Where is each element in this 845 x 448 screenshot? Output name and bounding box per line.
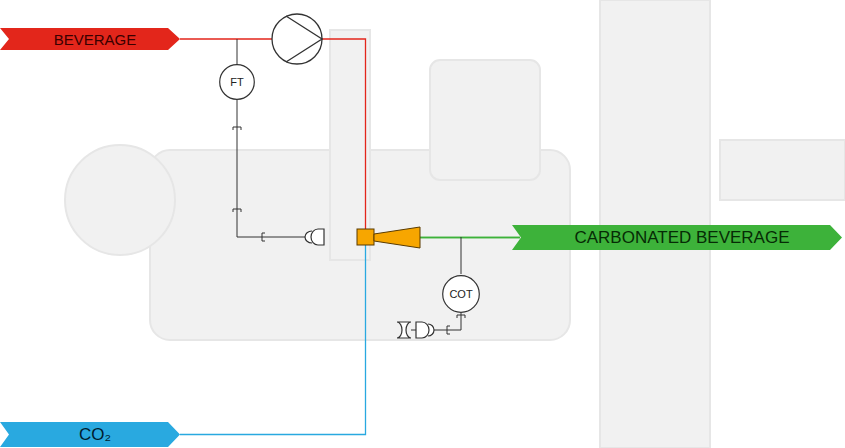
signal-hook [233,127,265,241]
instrument-bubble: COT [442,275,480,313]
source-tag: BEVERAGE [0,28,180,50]
pump-symbol [272,14,322,64]
tag-outline [0,422,180,447]
node-label: CARBONATED BEVERAGE [574,229,789,246]
signal-line [411,330,416,331]
node-label: CO₂ [79,426,111,443]
bubble-outline [443,276,480,313]
node-label: COT [449,289,472,300]
source-tag: CO₂ [0,422,180,447]
bubble-outline [220,65,255,100]
injector-block [357,229,374,245]
tag-outline [512,225,842,250]
node-label: BEVERAGE [54,32,137,47]
machine-watermark [65,0,845,448]
tag-outline [0,28,180,50]
node-label: FT [230,77,243,88]
instrument-bubble: FT [219,64,255,100]
pipe-line [180,39,366,229]
process-line [180,238,520,435]
instrument-tap [461,237,462,274]
instrument-tap [237,39,238,64]
process-line [180,39,520,238]
signal-hook [447,315,465,334]
pipe-line [180,245,366,435]
pipe-line [420,237,520,238]
signal-line [237,100,312,237]
valve-symbol [397,322,411,338]
product-tag: CARBONATED BEVERAGE [512,225,842,250]
diffuser-cone [374,227,420,248]
control-valve-symbol [305,229,324,245]
control-valve-symbol [416,322,434,338]
pipe-line [420,237,520,238]
